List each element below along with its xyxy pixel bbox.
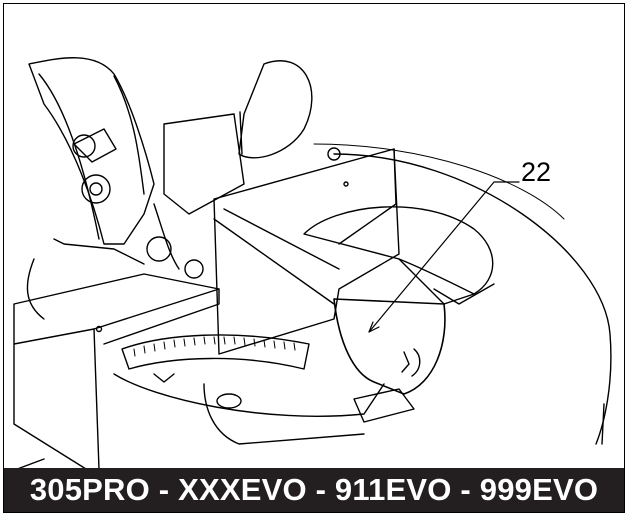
motor-arm	[28, 57, 155, 245]
motor-housing	[303, 206, 494, 305]
turntable-outline	[333, 153, 612, 445]
part-22-extension	[333, 298, 446, 395]
model-banner: 305PRO - XXXEVO - 911EVO - 999EVO	[4, 468, 624, 512]
saw-base	[113, 373, 385, 417]
left-fence	[13, 273, 220, 345]
miter-saw-illustration	[4, 57, 612, 475]
callout-number: 22	[521, 157, 552, 187]
miter-scale	[121, 334, 310, 370]
figure-frame: 22 305PRO - XXXEVO - 911EVO - 999EVO	[3, 3, 625, 513]
blade-guard	[238, 60, 313, 159]
callout-leader	[368, 181, 520, 333]
